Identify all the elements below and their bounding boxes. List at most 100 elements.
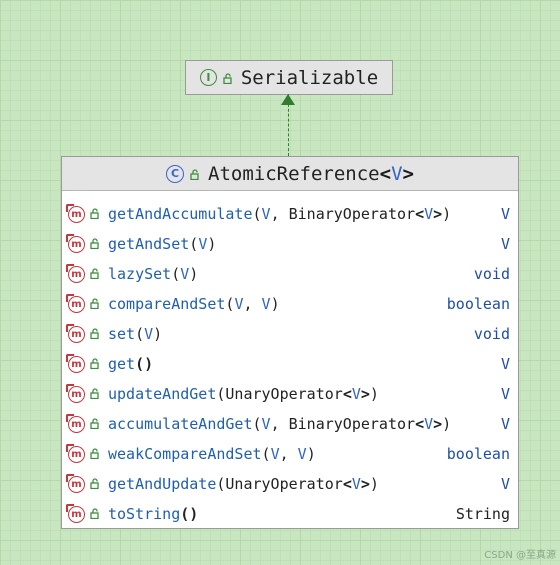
param-text: ) — [369, 475, 379, 493]
method-row[interactable]: m getAndUpdate(UnaryOperator<V>)V — [62, 469, 518, 499]
param-text: ( — [261, 445, 271, 463]
type-param: V — [261, 205, 271, 223]
open-lock-icon — [90, 235, 100, 253]
method-icon: m — [66, 473, 85, 493]
class-icon: C — [166, 164, 185, 183]
method-return-type: V — [500, 205, 510, 223]
param-text: , BinaryOperator — [270, 205, 416, 223]
param-text: ( — [252, 205, 262, 223]
class-generic-close: > — [402, 162, 414, 185]
method-name: set — [108, 325, 136, 343]
interface-icon: I — [199, 69, 217, 86]
param-text: > — [433, 415, 443, 433]
method-name: weakCompareAndSet — [108, 445, 262, 463]
method-icon: m — [66, 233, 85, 253]
open-lock-icon — [90, 355, 100, 373]
method-name: lazySet — [108, 265, 172, 283]
method-return-type: String — [455, 505, 510, 523]
param-text: < — [415, 205, 425, 223]
method-row[interactable]: m lazySet(V) void — [62, 259, 518, 289]
method-row[interactable]: m compareAndSet(V, V) boolean — [62, 289, 518, 319]
method-return-type: boolean — [446, 295, 510, 313]
param-text: , — [279, 445, 298, 463]
param-text: ) — [153, 325, 163, 343]
method-icon: m — [66, 353, 85, 373]
class-name: AtomicReference — [208, 162, 380, 185]
open-lock-icon — [190, 163, 200, 185]
method-signature: compareAndSet(V, V) — [108, 295, 439, 313]
param-text: > — [360, 385, 370, 403]
implements-line — [288, 94, 289, 156]
param-text: < — [415, 415, 425, 433]
param-text: ) — [270, 295, 280, 313]
param-text: ) — [442, 205, 452, 223]
method-name: get — [108, 355, 136, 373]
param-text: ( — [189, 235, 199, 253]
type-param: V — [270, 445, 280, 463]
type-param: V — [424, 415, 434, 433]
method-name: updateAndGet — [108, 385, 217, 403]
param-text: < — [342, 475, 352, 493]
param-text: , BinaryOperator — [270, 415, 416, 433]
method-icon: m — [66, 293, 85, 313]
type-param: V — [351, 475, 361, 493]
method-return-type: void — [473, 325, 510, 343]
interface-box-serializable[interactable]: I Serializable — [185, 60, 393, 95]
method-signature: updateAndGet(UnaryOperator<V>) — [108, 385, 493, 403]
open-lock-icon — [90, 505, 100, 523]
method-row[interactable]: m set(V) void — [62, 319, 518, 349]
open-lock-icon — [90, 475, 100, 493]
method-row[interactable]: m toString() String — [62, 499, 518, 529]
method-signature: accumulateAndGet(V, BinaryOperator<V>) — [108, 415, 493, 433]
method-signature: lazySet(V) — [108, 265, 466, 283]
method-signature: set(V) — [108, 325, 466, 343]
open-lock-icon — [90, 415, 100, 433]
type-param: V — [180, 265, 190, 283]
method-signature: getAndUpdate(UnaryOperator<V>) — [108, 475, 493, 493]
type-param: V — [424, 205, 434, 223]
class-header: C AtomicReference<V> — [62, 157, 518, 191]
open-lock-icon — [90, 205, 100, 223]
type-param: V — [144, 325, 154, 343]
method-icon: m — [66, 263, 85, 283]
method-return-type: V — [500, 385, 510, 403]
method-return-type: void — [473, 265, 510, 283]
method-icon: m — [66, 323, 85, 343]
method-name: accumulateAndGet — [108, 415, 253, 433]
open-lock-icon — [90, 325, 100, 343]
param-text: (UnaryOperator — [216, 475, 343, 493]
method-name: getAndSet — [108, 235, 190, 253]
method-signature: getAndSet(V) — [108, 235, 493, 253]
type-param: V — [297, 445, 307, 463]
param-text: > — [433, 205, 443, 223]
type-param: V — [198, 235, 208, 253]
param-text: (UnaryOperator — [216, 385, 343, 403]
method-name: toString — [108, 505, 181, 523]
param-text: ( — [252, 415, 262, 433]
open-lock-icon — [223, 67, 233, 89]
method-icon: m — [66, 203, 85, 223]
method-return-type: boolean — [446, 445, 510, 463]
param-text: , — [243, 295, 262, 313]
param-text: ) — [189, 265, 199, 283]
open-lock-icon — [90, 445, 100, 463]
method-row[interactable]: m getAndSet(V)V — [62, 229, 518, 259]
param-text: ( — [225, 295, 235, 313]
method-signature: get() — [108, 355, 493, 373]
param-text: ) — [306, 445, 316, 463]
method-name: getAndAccumulate — [108, 205, 253, 223]
method-icon: m — [66, 383, 85, 403]
type-param: V — [351, 385, 361, 403]
watermark: CSDN @至真源 — [484, 550, 556, 561]
method-signature: toString() — [108, 505, 448, 523]
method-icon: m — [66, 503, 85, 523]
param-text: > — [360, 475, 370, 493]
open-lock-icon — [90, 265, 100, 283]
